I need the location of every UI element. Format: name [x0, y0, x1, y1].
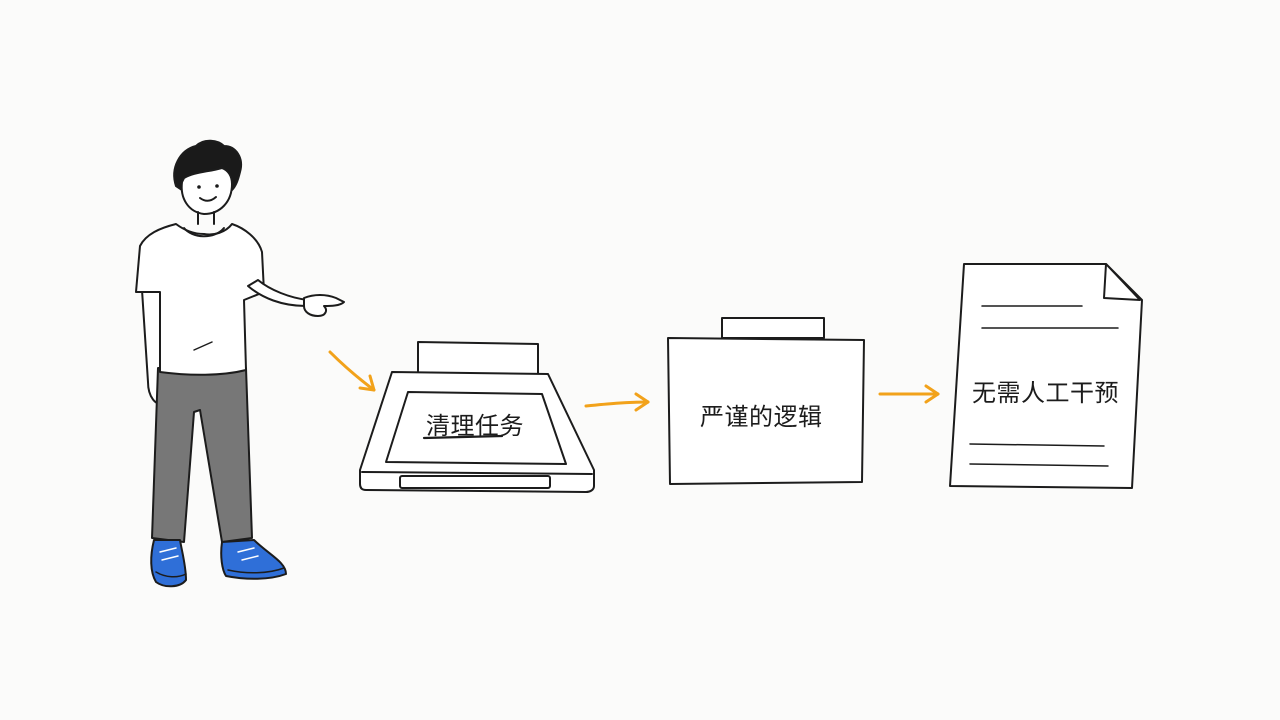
person-pointing-arm [247, 279, 309, 307]
arrow-box-to-document [878, 384, 940, 404]
person-pointing-hand [303, 294, 345, 317]
tray-inner [385, 391, 567, 465]
person-pants [151, 367, 253, 543]
box-body [667, 337, 865, 485]
arrow-tray-to-box [584, 392, 650, 412]
document-page [949, 263, 1143, 489]
person-right-shoe [220, 539, 287, 580]
tray-label: 清理任务 [426, 412, 524, 440]
box-illustration [667, 317, 865, 485]
arrow-person-to-tray [328, 350, 376, 392]
document-text-lines [969, 305, 1119, 467]
tray-label-underline [422, 434, 504, 440]
tray-illustration [359, 341, 595, 493]
person-face [180, 167, 233, 215]
person-left-shoe [150, 539, 187, 588]
person-shirt [135, 223, 265, 376]
document-illustration [949, 263, 1143, 489]
tray-slot [399, 475, 551, 489]
box-label: 严谨的逻辑 [700, 403, 823, 431]
document-label: 无需人工干预 [972, 379, 1119, 407]
box-top-tab [721, 317, 825, 339]
person-figure [135, 139, 345, 588]
document-folded-corner [1103, 263, 1141, 301]
